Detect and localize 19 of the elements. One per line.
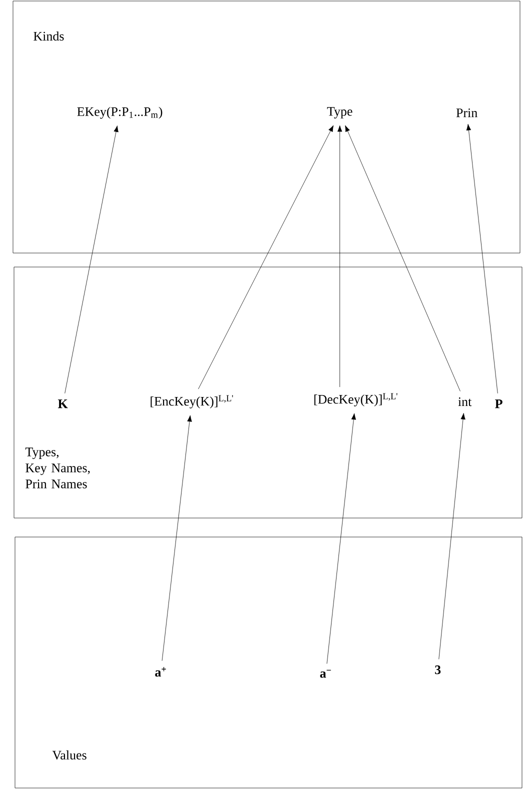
term-label: 3: [435, 665, 441, 674]
arrow: [438, 413, 466, 660]
term-label: Type: [327, 107, 352, 118]
term-label: a$^{+}$: [155, 667, 166, 677]
arrow: [198, 125, 334, 390]
arrow: [345, 125, 460, 392]
term-label: [EncKey(K)]$^{L,L'}$: [150, 395, 233, 408]
term-label: Prin: [456, 108, 478, 118]
term-label: [DecKey(K)]$^{L,L'}$: [314, 393, 398, 406]
arrow: [64, 126, 118, 394]
arrow: [162, 415, 192, 661]
arrow: [326, 413, 356, 664]
term-label: EKey(P:P$_{1}$...P$_{m}$): [77, 106, 162, 119]
term-label: K: [58, 400, 68, 408]
term-label: a$^{−}$: [320, 670, 331, 678]
term-label: int: [458, 397, 472, 406]
term-label: P: [495, 400, 502, 408]
arrow: [337, 125, 342, 388]
arrow: [466, 124, 498, 394]
